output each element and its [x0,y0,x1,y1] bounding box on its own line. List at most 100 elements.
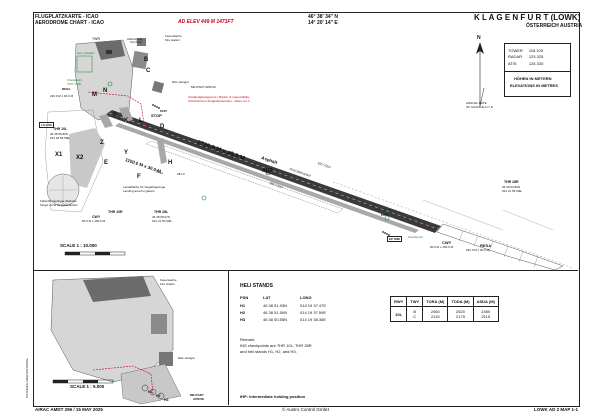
taxiway-e-label: E [104,160,109,166]
asda-cell: 2460 2115 [472,306,499,322]
label-checkpoint-west: Checkpoint [67,78,83,82]
heli-stand-lat: 46 38 50.55N [263,317,288,323]
thr-28r-long: 014 21 55.60E [502,189,522,193]
cwy-west-dim: 60.0 M x 150.0 M [82,219,106,223]
column-header: LONG [300,294,312,300]
taxiway-f-label: F [137,174,141,180]
tower-building [106,50,112,54]
east-clearway [436,223,564,270]
label-responsibility-1: Zuständigkeitsgrenze / Border of respons… [188,95,250,99]
heli-stand-row: H3 46 38 50.55N 014 19 38.36E [240,316,329,323]
remark-title: Remark: [240,337,256,342]
heli-stands-title: HELI STANDS [240,283,273,289]
column-header: LAT [263,294,271,300]
checkpoint-marker-icon [384,215,390,221]
grass-runway [145,140,344,214]
detail-dhl-hangar [159,352,173,366]
label-tower: TWR [92,37,100,41]
elevation-note-en: ELEVATIONS IN METRES [510,83,558,88]
heli-stand-row: H1 46 38 51.93N 014 19 37.47E [240,302,329,309]
side-note: CHANGES: NEW EDITORIAL [25,357,29,398]
elevation-note-de: HÖHEN IN METERN [514,76,552,81]
thr-28l-long: 014 21 50.94E [152,219,172,223]
heli-stand-psn: H3 [240,317,246,323]
papi-label-east: PAPI [381,213,388,217]
north-label: N [477,35,481,41]
chart-frame [33,12,580,407]
variation-note-1: ANNUAL RATE [466,101,487,105]
airport-name: K L A G E N F U R T (LOWK) [474,13,581,22]
toda-cell: 2520 2175 [447,306,474,322]
taxiway-connector-l [119,107,133,122]
heli-stand-h1-icon [141,384,149,392]
toda-value: 2175 [456,314,465,319]
detail-label-fire-station: Fire station [160,282,175,286]
heli-stand-h3-icon [157,392,165,400]
dhl-hangar-building [151,80,165,94]
taxiway-y-label: Y [124,150,129,156]
label-gen-aviation: Gen. Aviation [77,51,95,55]
heli-stand-long: 014 19 37.59E [300,310,327,316]
label-checkpoint-east: Checkpoint [408,235,424,239]
cwy-east-title: CWY [442,240,452,245]
frequency-box-divider [505,71,570,72]
detail-label-feuerwache: Feuerwache [160,278,177,282]
label-thr-28r: THR 28R [504,180,519,184]
toda-value: 2520 [456,309,465,314]
taxiway-connector-k [99,114,113,128]
label-abfertigung: Abfertigung [127,37,143,41]
heli-stands-table: PSN LAT LONG H1 46 38 51.93N 014 19 37.4… [240,293,329,324]
taxiway-n-label: N [103,88,108,94]
chart-title-en: AERODROME CHART - ICAO [35,20,104,26]
runway-centerline [108,112,439,230]
heli-stand-psn: H1 [240,302,246,308]
scale-bar-top [64,251,126,256]
ga-apron [76,55,93,73]
scale-bar-bottom [52,379,114,384]
column-header: PSN [240,294,249,300]
column-header: ASDA (M) [472,296,499,307]
stop-label: STOP [151,113,162,118]
west-taxi-area [69,128,105,188]
cwy-west-title: CWY [92,215,101,219]
papi-icon [152,104,160,109]
coordinate-north: 46° 38' 34" N [308,14,339,20]
detail-label-h2: H2 [156,394,161,398]
thr-10l-long: 014 18 59.58E [50,136,70,140]
remark-text-1: INS checkpoints are THR 10L, THR 28R [240,343,312,348]
checkpoint-marker-icon [107,81,113,87]
column-header: RWY [389,296,408,307]
scale-label-bottom: SCALE 1 : 5.000 [70,384,105,389]
frequency-value: 118.100 [528,47,543,53]
fire-station-building [137,38,146,46]
detail-label-h3: H3 [164,398,169,402]
declared-distances-row: 10L B C 2460 2115 2520 2175 2460 2115 [389,306,499,322]
label-parachute-target: Fallschirmspringer-Zielkreis [40,199,77,203]
taxiway-x1-label: X1 [55,152,63,158]
frequency-row: TOWER 118.100 [505,47,546,54]
declared-distances-header: RWY TWY TORA (M) TODA (M) ASDA (M) [389,296,499,307]
label-twy-vor: TWY VOR [67,82,81,86]
papi-label-west: PAPI [160,109,167,113]
divider-horizontal [33,270,578,271]
papi-icon [382,231,390,236]
ihp-note: IHP: intermediate holding position [240,394,306,399]
taxiway-connector-e [157,138,167,164]
taxiway-c-label: C [146,68,151,74]
frequency-value: 126.330 [528,60,544,66]
hangar-building [131,50,149,70]
ep-one-label: EP ONE [387,236,403,242]
arp-label: ARP [262,168,273,174]
resa-west-title: RESA [62,87,71,91]
frequency-row: ATIS 126.330 [505,60,546,67]
dimension-281: 281.0 [177,172,185,176]
column-header: TORA (M) [422,296,449,307]
runway-designator: 10L [389,306,408,322]
tora-value: 2460 [430,309,440,314]
heli-stand-lat: 46 38 51.93N [263,302,288,308]
footer-amendment: AIRAC AMDT 296 / 15 MAY 2025 [35,407,103,412]
aerodrome-elevation: AD ELEV 449 M 1473FT [178,19,234,25]
thr-10l-lat: 46 38 56.80N [50,132,69,136]
resa-east-dim: 240.0 M x 90.0 M [466,248,490,252]
heli-stand-long: 014 19 38.36E [300,317,327,323]
